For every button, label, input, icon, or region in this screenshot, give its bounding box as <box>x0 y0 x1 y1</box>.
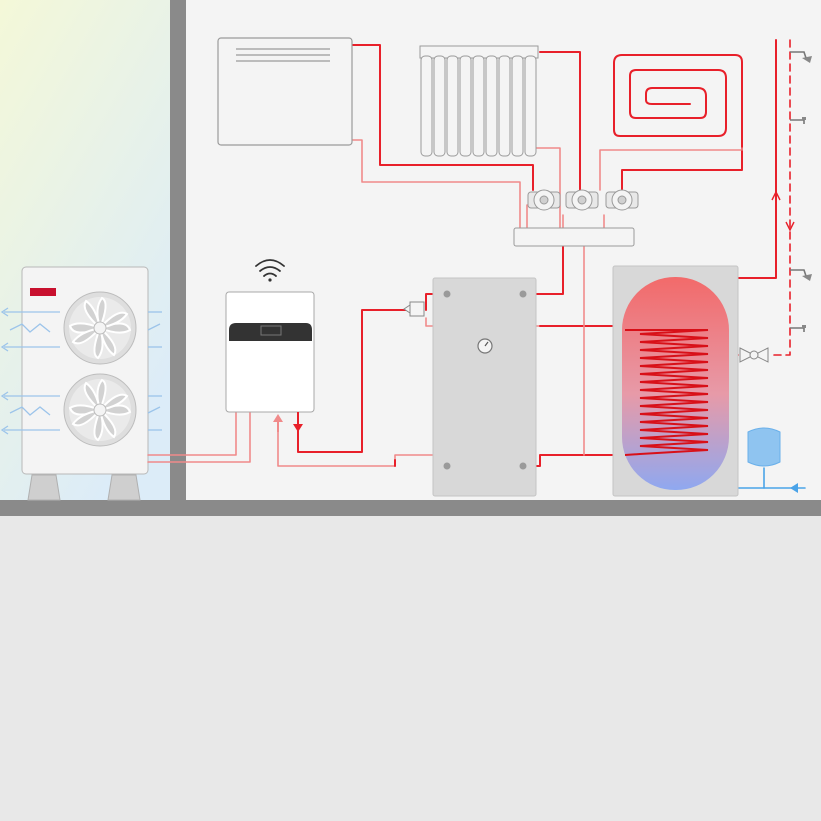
pipe-controller-flow <box>297 309 409 453</box>
column-radiator <box>419 45 539 157</box>
airflow-arrows <box>0 307 162 435</box>
circulation-pump <box>605 189 639 211</box>
arrow-down-icon <box>785 221 795 232</box>
floor-slab <box>0 500 821 516</box>
pipe-panel-radiator-flow <box>351 44 534 191</box>
circulation-pump <box>527 189 561 211</box>
shower-icon <box>790 269 812 281</box>
tap-icon <box>790 117 806 124</box>
radiator-section <box>420 55 433 157</box>
radiator-section <box>433 55 446 157</box>
radiator-section <box>498 55 511 157</box>
pipe-column-radiator-flow <box>539 51 581 191</box>
arrow-up-icon <box>273 414 283 432</box>
pipe-panel-radiator-return <box>351 139 521 231</box>
mixing-valve <box>739 347 769 363</box>
pipe-outdoor-flow <box>147 411 237 456</box>
cylinder-heating-coil <box>624 329 709 456</box>
outdoor-heat-pump <box>0 266 162 501</box>
radiator-section <box>524 55 537 157</box>
controller-screen <box>260 325 282 336</box>
controller-display-band <box>229 323 312 341</box>
manifold <box>513 227 635 247</box>
radiator-section <box>459 55 472 157</box>
radiator-section <box>511 55 524 157</box>
buffer-tank <box>432 277 537 497</box>
arrow-down-icon <box>293 412 303 432</box>
fan-icon <box>63 291 137 365</box>
ground <box>0 516 821 821</box>
pipe-underfloor-flow <box>599 149 743 191</box>
hot-water-cylinder <box>612 265 739 497</box>
pipework <box>147 39 806 489</box>
fan-icon <box>63 373 137 447</box>
panel-radiator <box>217 37 353 146</box>
pipe-outdoor-return <box>147 411 251 463</box>
unit-foot-left <box>27 474 61 501</box>
expansion-vessel <box>747 427 781 467</box>
exterior-wall <box>170 0 186 500</box>
unit-foot-right <box>107 474 141 501</box>
underfloor-heating-coil <box>613 54 743 151</box>
wifi-icon <box>255 259 285 282</box>
shower-icon <box>790 51 812 63</box>
wifi-controller <box>225 291 315 413</box>
pressure-gauge-icon <box>477 338 493 354</box>
pipe-underfloor-return <box>621 139 743 191</box>
tap-icon <box>790 325 806 332</box>
vent-valve <box>403 301 425 317</box>
radiator-section <box>472 55 485 157</box>
outdoor-unit-badge <box>30 288 56 296</box>
arrow-up-icon <box>771 190 781 201</box>
radiator-section <box>446 55 459 157</box>
pipe-dhw-circulation <box>769 39 791 356</box>
radiator-section <box>485 55 498 157</box>
circulation-pump <box>565 189 599 211</box>
arrow-left-icon <box>790 483 798 493</box>
